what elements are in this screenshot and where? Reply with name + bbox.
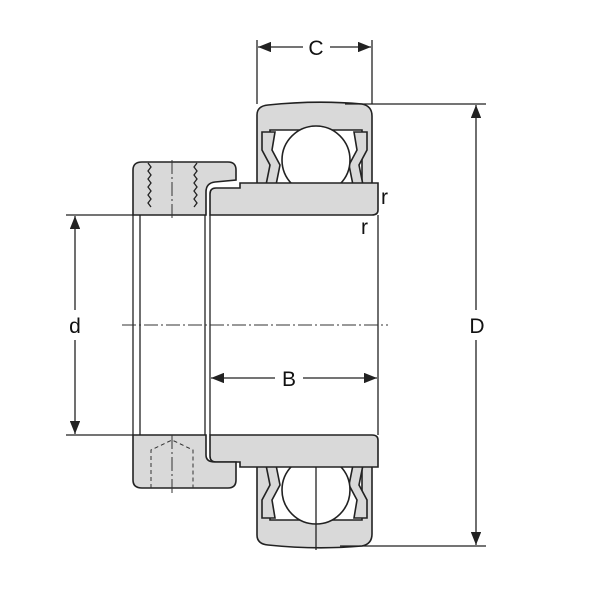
label-d: d [69, 315, 81, 338]
label-r-inner: r [361, 216, 368, 239]
label-C: C [308, 37, 323, 60]
dimension-B: B [211, 368, 377, 391]
label-D: D [469, 315, 484, 338]
dimension-C: C [256, 37, 373, 104]
outer-ring-top [256, 101, 373, 186]
dimension-d: d [66, 214, 133, 436]
set-screw-thread [147, 160, 198, 218]
bore [122, 215, 388, 435]
outer-ring-bottom [256, 464, 373, 549]
top-section [132, 101, 379, 218]
collar-top [132, 161, 237, 216]
set-screw-hole [150, 435, 194, 495]
label-B: B [282, 368, 296, 391]
inner-ring-bottom [209, 434, 379, 468]
bottom-section [132, 434, 379, 550]
label-r-outer: r [381, 186, 388, 209]
inner-ring-top [209, 182, 379, 216]
collar-bottom [132, 434, 237, 489]
dimension-D: D [340, 103, 486, 547]
